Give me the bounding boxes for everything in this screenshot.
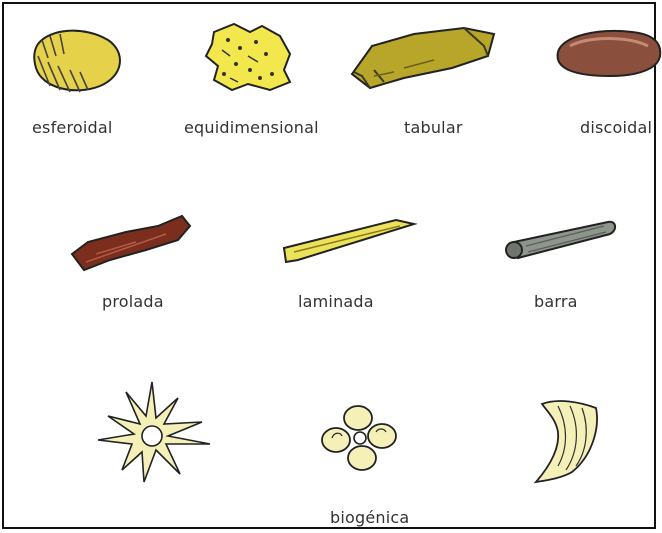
- prolada-particle: [66, 212, 196, 274]
- label-barra: barra: [534, 292, 578, 311]
- label-discoidal: discoidal: [580, 118, 652, 137]
- label-equidimensional: equidimensional: [184, 118, 319, 137]
- label-laminada: laminada: [298, 292, 374, 311]
- label-esferoidal: esferoidal: [32, 118, 113, 137]
- label-biogenica: biogénica: [330, 508, 409, 527]
- label-tabular: tabular: [404, 118, 463, 137]
- biogenic-flower-particle: [318, 402, 400, 474]
- label-prolada: prolada: [102, 292, 164, 311]
- discoidal-particle: [548, 26, 662, 82]
- laminada-particle: [276, 212, 418, 272]
- equidimensional-particle: [200, 20, 296, 92]
- tabular-particle: [344, 24, 504, 96]
- esferoidal-particle: [30, 26, 130, 94]
- biogenic-star-particle: [98, 382, 210, 482]
- biogenic-tooth-particle: [528, 398, 606, 484]
- barra-particle: [500, 214, 622, 266]
